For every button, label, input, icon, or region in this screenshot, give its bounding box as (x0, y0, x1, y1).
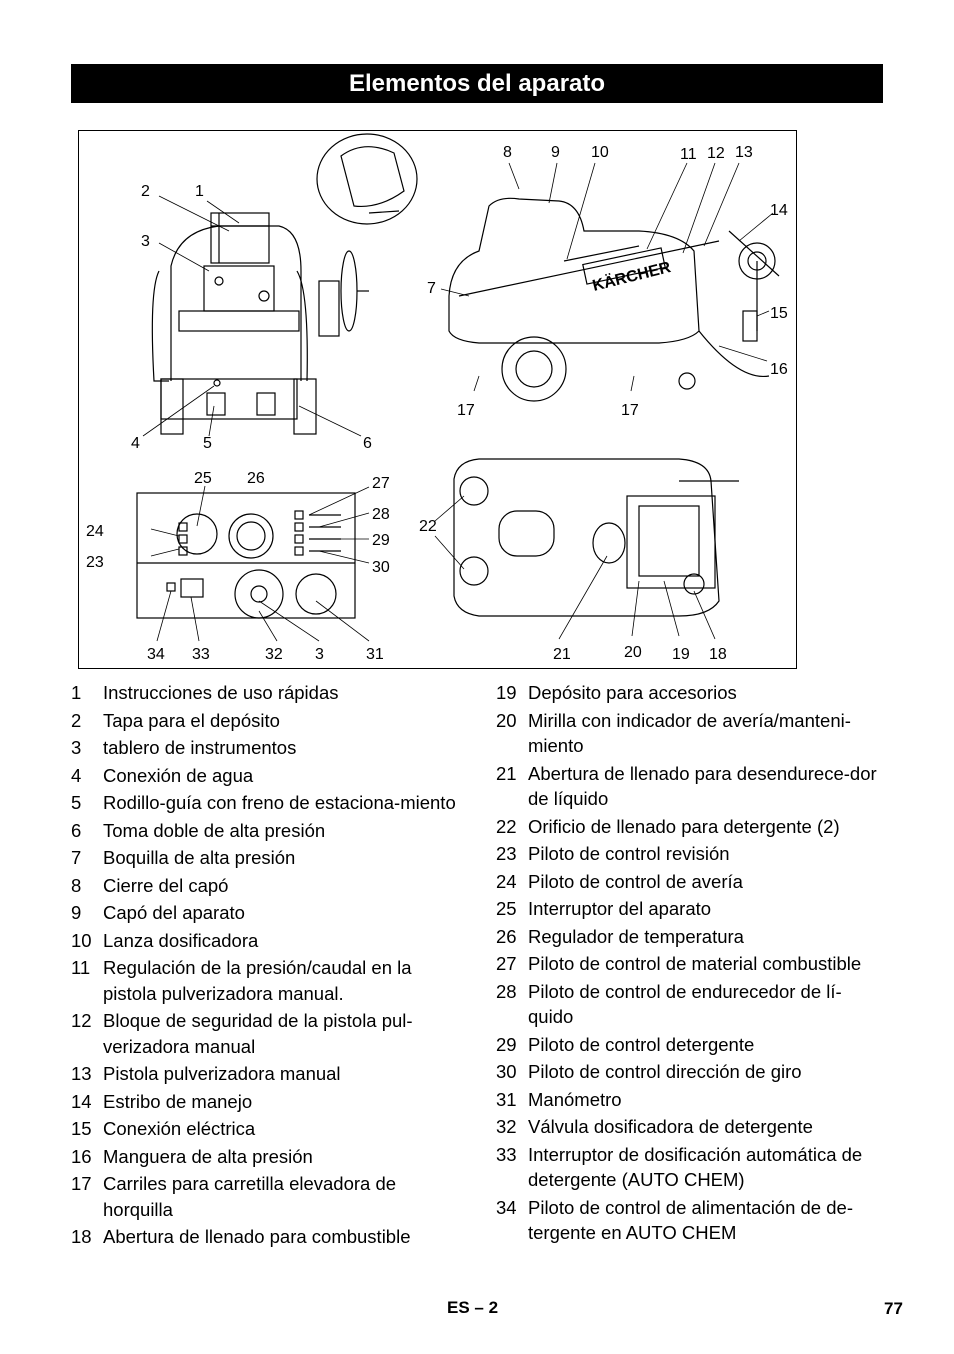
top-view-drawing (453, 458, 739, 617)
callout-34: 34 (147, 646, 165, 663)
detail-inset-drawing (316, 133, 418, 225)
callout-9: 9 (551, 144, 560, 161)
callout-labels: 1 2 3 4 5 6 7 8 9 10 11 12 13 14 15 16 1… (86, 144, 788, 663)
section-title: Elementos del aparato (348, 69, 606, 97)
callout-5: 5 (203, 435, 212, 452)
callout-22: 22 (419, 518, 437, 535)
callout-16: 16 (770, 361, 788, 378)
callout-18: 18 (709, 646, 727, 663)
callout-1: 1 (195, 183, 204, 200)
control-panel-drawing (136, 492, 356, 619)
footer-section-number: – 2 (474, 1298, 499, 1317)
callout-4: 4 (131, 435, 140, 452)
callout-23: 23 (86, 554, 104, 571)
callout-21: 21 (553, 646, 571, 663)
callout-2: 2 (141, 183, 150, 200)
callout-33: 33 (192, 646, 210, 663)
device-illustration: KÄRCHER (78, 130, 797, 669)
callout-17b: 17 (621, 402, 639, 419)
callout-19: 19 (672, 646, 690, 663)
callout-15: 15 (770, 305, 788, 322)
callout-12: 12 (707, 145, 725, 162)
callout-7: 7 (427, 280, 436, 297)
callout-14: 14 (770, 202, 788, 219)
callout-3b: 3 (315, 646, 324, 663)
callout-25: 25 (194, 470, 212, 487)
callout-13: 13 (735, 144, 753, 161)
callout-27: 27 (372, 475, 390, 492)
footer-language-section: ES – 2 (447, 1298, 498, 1318)
section-title-bar: Elementos del aparato (71, 64, 883, 103)
callout-24: 24 (86, 523, 104, 540)
callout-31: 31 (366, 646, 384, 663)
callout-6: 6 (363, 435, 372, 452)
callout-3: 3 (141, 233, 150, 250)
side-view-drawing: KÄRCHER (448, 197, 780, 402)
callout-leader-lines (142, 162, 774, 642)
callout-11: 11 (680, 146, 697, 163)
footer-language: ES (447, 1298, 470, 1317)
brand-logo-text: KÄRCHER (591, 258, 673, 295)
callout-26: 26 (247, 470, 265, 487)
callout-29: 29 (372, 532, 390, 549)
callout-30: 30 (372, 559, 390, 576)
callout-20: 20 (624, 644, 642, 661)
callout-17a: 17 (457, 402, 475, 419)
device-drawings: KÄRCHER (86, 133, 788, 663)
callout-8: 8 (503, 144, 512, 161)
callout-28: 28 (372, 506, 390, 523)
callout-10: 10 (591, 144, 609, 161)
page-number: 77 (884, 1299, 903, 1318)
callout-32: 32 (265, 646, 283, 663)
front-view-drawing (151, 212, 369, 435)
